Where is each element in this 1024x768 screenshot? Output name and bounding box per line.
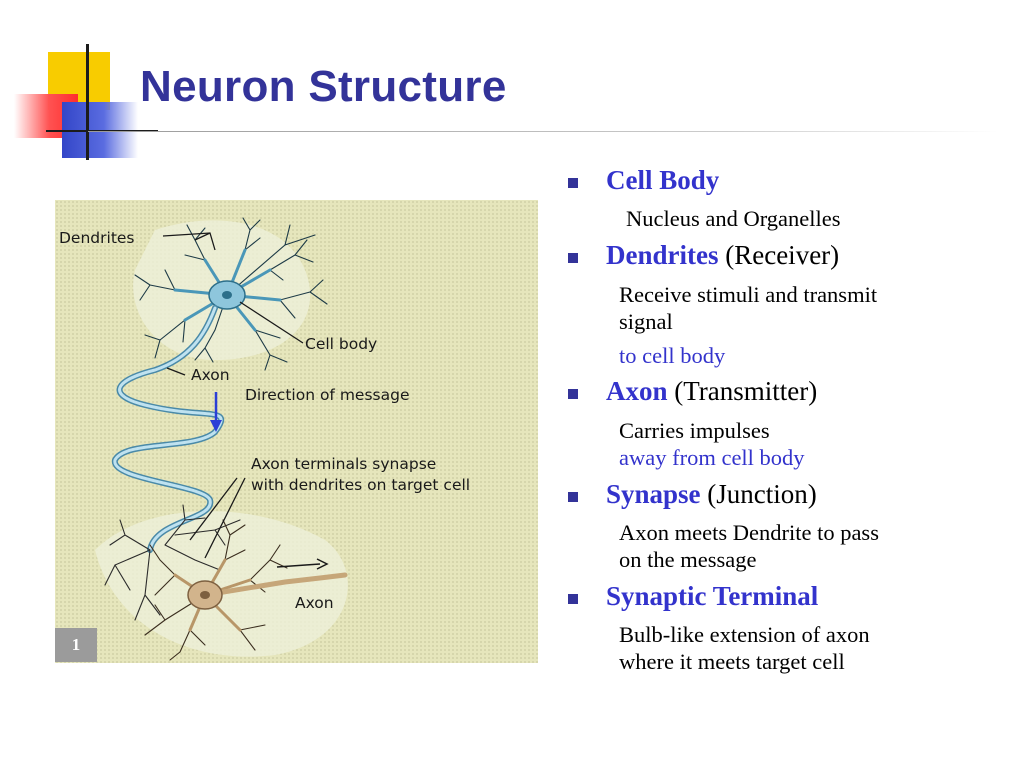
label-axon: Axon <box>191 366 230 384</box>
label-cell-body: Cell body <box>305 335 378 353</box>
bullet-line: signal <box>619 309 673 334</box>
bullet-line: Receive stimuli and transmit <box>619 282 878 307</box>
bullet-marker <box>568 389 578 399</box>
bullet-term: Axon <box>606 376 668 406</box>
bullet-line: away from cell body <box>619 445 805 470</box>
bullet-line: on the message <box>619 547 757 572</box>
logo-vertical-line <box>86 44 89 160</box>
bullet-marker <box>568 492 578 502</box>
bullet-role: (Transmitter) <box>667 376 818 406</box>
bullet-marker <box>568 594 578 604</box>
bullet-term: Synapse <box>606 479 701 509</box>
neuron-diagram: Dendrites Cell body Axon Direction of me… <box>55 200 538 663</box>
bullet-line: to cell body <box>619 343 726 368</box>
label-direction-of-message: Direction of message <box>245 386 410 404</box>
slide-number-badge: 1 <box>55 628 97 662</box>
bullet-line: Nucleus and Organelles <box>626 206 841 231</box>
bullet-role: (Junction) <box>700 479 817 509</box>
bullet-marker <box>568 253 578 263</box>
slide-logo <box>0 0 160 170</box>
bullet-line: Carries impulses <box>619 418 770 443</box>
label-axon-terminals-2: with dendrites on target cell <box>251 476 471 494</box>
slide-title: Neuron Structure <box>140 62 507 111</box>
bullet-role: (Receiver) <box>718 240 840 270</box>
bullet-line: Axon meets Dendrite to pass <box>619 520 879 545</box>
bullet-term: Dendrites <box>606 240 719 270</box>
bullet-line: Bulb-like extension of axon <box>619 622 870 647</box>
bullet-term: Cell Body <box>606 165 720 195</box>
bullet-marker <box>568 178 578 188</box>
label-dendrites: Dendrites <box>59 229 135 247</box>
neuron-illustration <box>95 217 348 661</box>
title-divider <box>88 131 998 132</box>
bullet-line: where it meets target cell <box>619 649 845 674</box>
label-axon-bottom: Axon <box>295 594 334 612</box>
label-axon-terminals-1: Axon terminals synapse <box>251 455 437 473</box>
bullet-term: Synaptic Terminal <box>606 581 819 611</box>
